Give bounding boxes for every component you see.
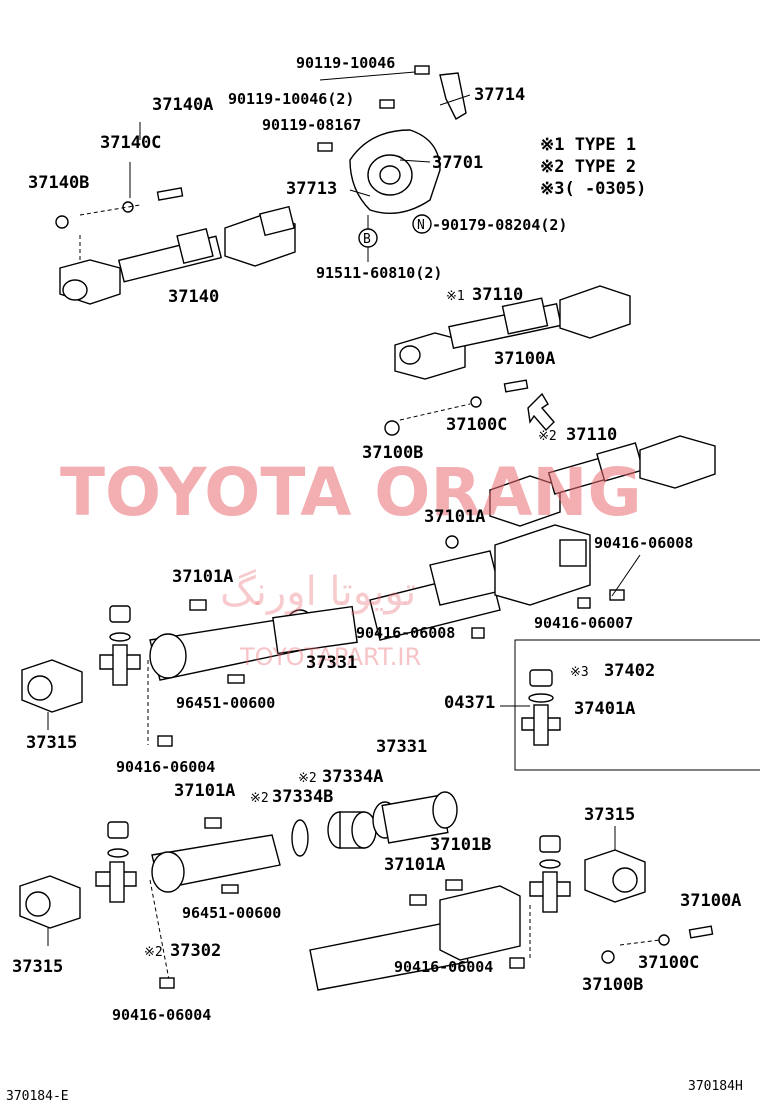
part-label: 37315 xyxy=(12,957,63,977)
part-label: 37110 xyxy=(566,425,617,445)
front-propeller-shaft xyxy=(55,122,296,305)
part-label: 90416-06008 xyxy=(356,624,455,642)
part-label: 90119-10046 xyxy=(296,54,395,72)
part-label: 37302 xyxy=(170,941,221,961)
watermark-url: TOYOTAPART.IR xyxy=(239,643,421,671)
part-label: 37331 xyxy=(306,653,357,673)
part-label: 91511-60810(2) xyxy=(316,264,442,282)
part-label: 37334A xyxy=(322,767,383,787)
marker-type2: ※2 xyxy=(298,771,317,786)
part-label: 37140B xyxy=(28,173,89,193)
marker-b: B xyxy=(363,232,371,247)
part-label: 37100A xyxy=(680,891,741,911)
part-label: 04371 xyxy=(444,693,495,713)
part-label: 37140A xyxy=(152,95,213,115)
part-label: 37315 xyxy=(26,733,77,753)
part-label: 37100C xyxy=(638,953,699,973)
marker-type3: ※3 xyxy=(570,665,589,680)
part-label: 37100B xyxy=(582,975,643,995)
marker-type2: ※2 xyxy=(538,429,557,444)
part-label: 37101B xyxy=(430,835,491,855)
part-label: 37140 xyxy=(168,287,219,307)
part-label: 37110 xyxy=(472,285,523,305)
part-label: 37713 xyxy=(286,179,337,199)
marker-type1: ※1 xyxy=(446,289,465,304)
spline-shaft-bottom xyxy=(309,826,714,991)
rear-shaft-37302 xyxy=(19,817,281,989)
part-label: 37101A xyxy=(384,855,445,875)
part-label: 90119-08167 xyxy=(262,116,361,134)
part-label: 37402 xyxy=(604,661,655,681)
slip-yoke-shaft xyxy=(149,524,641,684)
legend-type1: ※1 TYPE 1 xyxy=(540,135,636,155)
part-label: 37714 xyxy=(474,85,525,105)
marker-type2: ※2 xyxy=(144,945,163,960)
watermark-persian: تویوتا اورنگ xyxy=(220,569,416,615)
part-label: 37334B xyxy=(272,787,333,807)
part-label: 37101A xyxy=(172,567,233,587)
sleeve-and-rings xyxy=(291,791,458,857)
part-label: 90119-10046(2) xyxy=(228,90,354,108)
part-label: 37100B xyxy=(362,443,423,463)
legend-type3: ※3( -0305) xyxy=(540,179,646,199)
part-label: 90416-06004 xyxy=(112,1006,211,1024)
part-label: 90416-06004 xyxy=(394,958,493,976)
part-label: 90416-06008 xyxy=(594,534,693,552)
footer-right-code: 370184H xyxy=(688,1079,743,1094)
part-label: 37100A xyxy=(494,349,555,369)
universal-joint-middle xyxy=(21,605,173,747)
part-label: 37331 xyxy=(376,737,427,757)
marker-n: N xyxy=(417,218,425,233)
part-label: 37315 xyxy=(584,805,635,825)
part-label: 37401A xyxy=(574,699,635,719)
part-label: 96451-00600 xyxy=(182,904,281,922)
legend-type2: ※2 TYPE 2 xyxy=(540,157,636,177)
part-label: 90416-06004 xyxy=(116,758,215,776)
part-label: 37140C xyxy=(100,133,161,153)
marker-type2: ※2 xyxy=(250,791,269,806)
part-label: 90416-06007 xyxy=(534,614,633,632)
part-label: 96451-00600 xyxy=(176,694,275,712)
center-support-bearing xyxy=(317,65,471,262)
footer-left-code: 370184-E xyxy=(6,1089,69,1104)
bearing-inset xyxy=(500,639,760,771)
part-label: 37100C xyxy=(446,415,507,435)
part-label: -90179-08204(2) xyxy=(432,216,567,234)
part-label: 37101A xyxy=(424,507,485,527)
rear-shaft-type2 xyxy=(445,435,716,549)
part-label: 37101A xyxy=(174,781,235,801)
watermark-main: TOYOTA ORANG xyxy=(60,454,642,531)
part-label: 37701 xyxy=(432,153,483,173)
rear-shaft-type1 xyxy=(384,285,631,436)
